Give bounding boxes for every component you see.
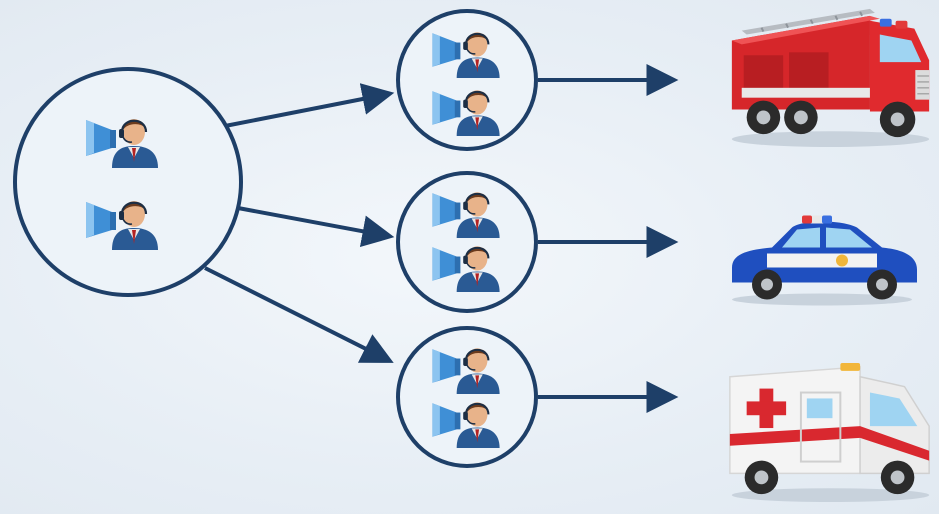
ambulance-icon bbox=[728, 361, 931, 504]
arrow-to-police-dispatch bbox=[237, 206, 395, 248]
arrow-to-ambulance-dispatch bbox=[204, 266, 394, 363]
police-car-icon bbox=[732, 215, 917, 306]
source-node bbox=[13, 67, 243, 297]
relay-node-ambulance bbox=[396, 326, 538, 468]
relay-to-vehicle-connectors bbox=[538, 64, 679, 413]
arrow-to-fire-dispatch bbox=[224, 83, 395, 128]
relay-node-police bbox=[396, 171, 538, 313]
relay-node-fire bbox=[396, 9, 538, 151]
source-to-relay-connectors bbox=[204, 83, 395, 363]
fire-truck-icon bbox=[730, 7, 931, 149]
